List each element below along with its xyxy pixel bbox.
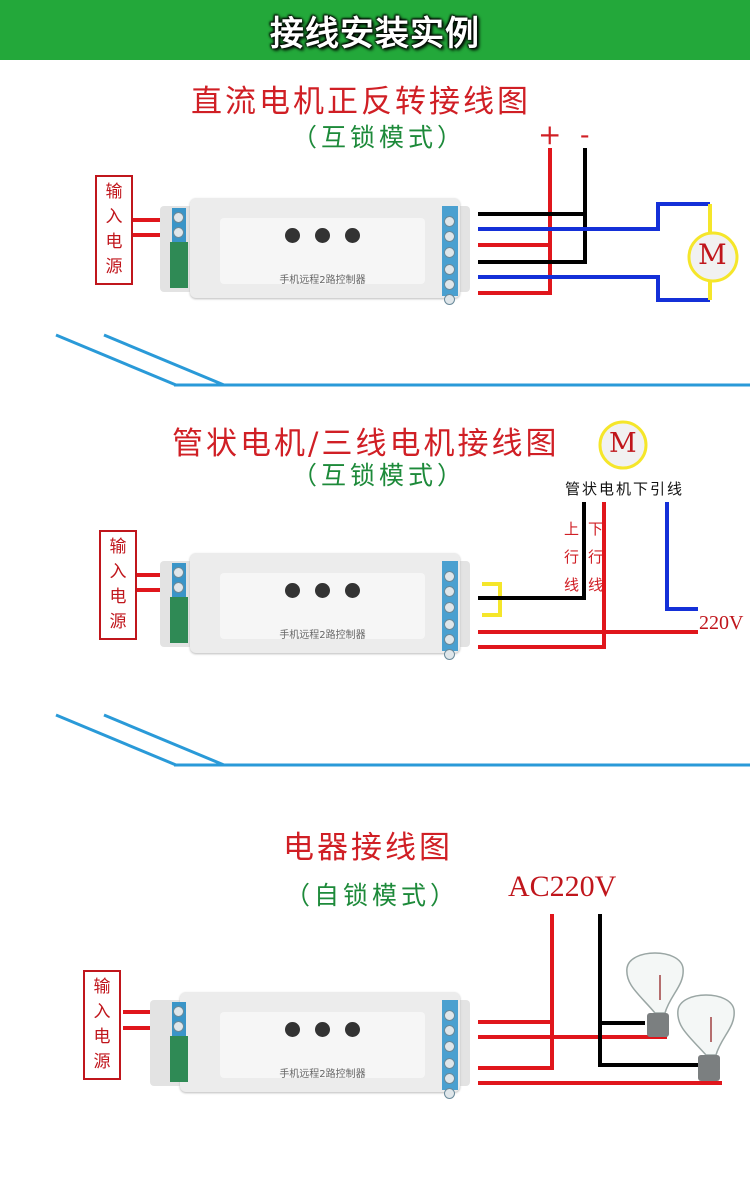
- device-label: 手机远程2路控制器: [279, 630, 366, 641]
- light-bulb-icon: [677, 994, 735, 1081]
- input-power-label: 输入电源: [83, 970, 121, 1080]
- down-wire: [478, 502, 606, 649]
- motor-wire-b: [478, 275, 710, 302]
- up-line-label: 上行线: [564, 520, 580, 594]
- down-line-label: 下行线: [588, 520, 604, 594]
- neutral-wire: [598, 914, 700, 1067]
- voltage-label: 220V: [699, 612, 744, 634]
- divider-1: [55, 333, 750, 387]
- section2-mode: （互锁模式）: [292, 461, 467, 490]
- up-wire: [478, 502, 586, 600]
- section3-title: 电器接线图: [283, 830, 453, 866]
- section2-title: 管状电机/三线电机接线图: [172, 426, 560, 462]
- neutral-wire: [665, 502, 698, 611]
- divider-2: [55, 713, 750, 767]
- page-title: 接线安装实例: [270, 14, 480, 54]
- voltage-label: AC220V: [508, 870, 617, 903]
- motor-label: M: [698, 238, 727, 271]
- section3-mode: （自锁模式）: [285, 881, 460, 910]
- motor-icon: [598, 420, 648, 470]
- device-label: 手机远程2路控制器: [279, 1069, 366, 1080]
- input-power-label: 输入电源: [95, 175, 133, 285]
- minus-wire: [478, 148, 587, 264]
- light-bulb-icon: [626, 952, 684, 1037]
- live-wire: [478, 914, 554, 1070]
- header-banner: 接线安装实例: [0, 0, 750, 60]
- plus-label: +: [538, 118, 562, 151]
- plus-wire: [478, 148, 552, 295]
- section1-title: 直流电机正反转接线图: [191, 84, 531, 120]
- motor-wire-a: [478, 202, 710, 231]
- motor-label: M: [609, 428, 637, 459]
- motor-lead-label: 管状电机下引线: [565, 480, 685, 498]
- section1-mode: （互锁模式）: [292, 123, 467, 152]
- minus-label: -: [580, 118, 590, 151]
- input-power-label: 输入电源: [99, 530, 137, 640]
- motor-icon: [687, 231, 739, 283]
- device-label: 手机远程2路控制器: [279, 275, 366, 286]
